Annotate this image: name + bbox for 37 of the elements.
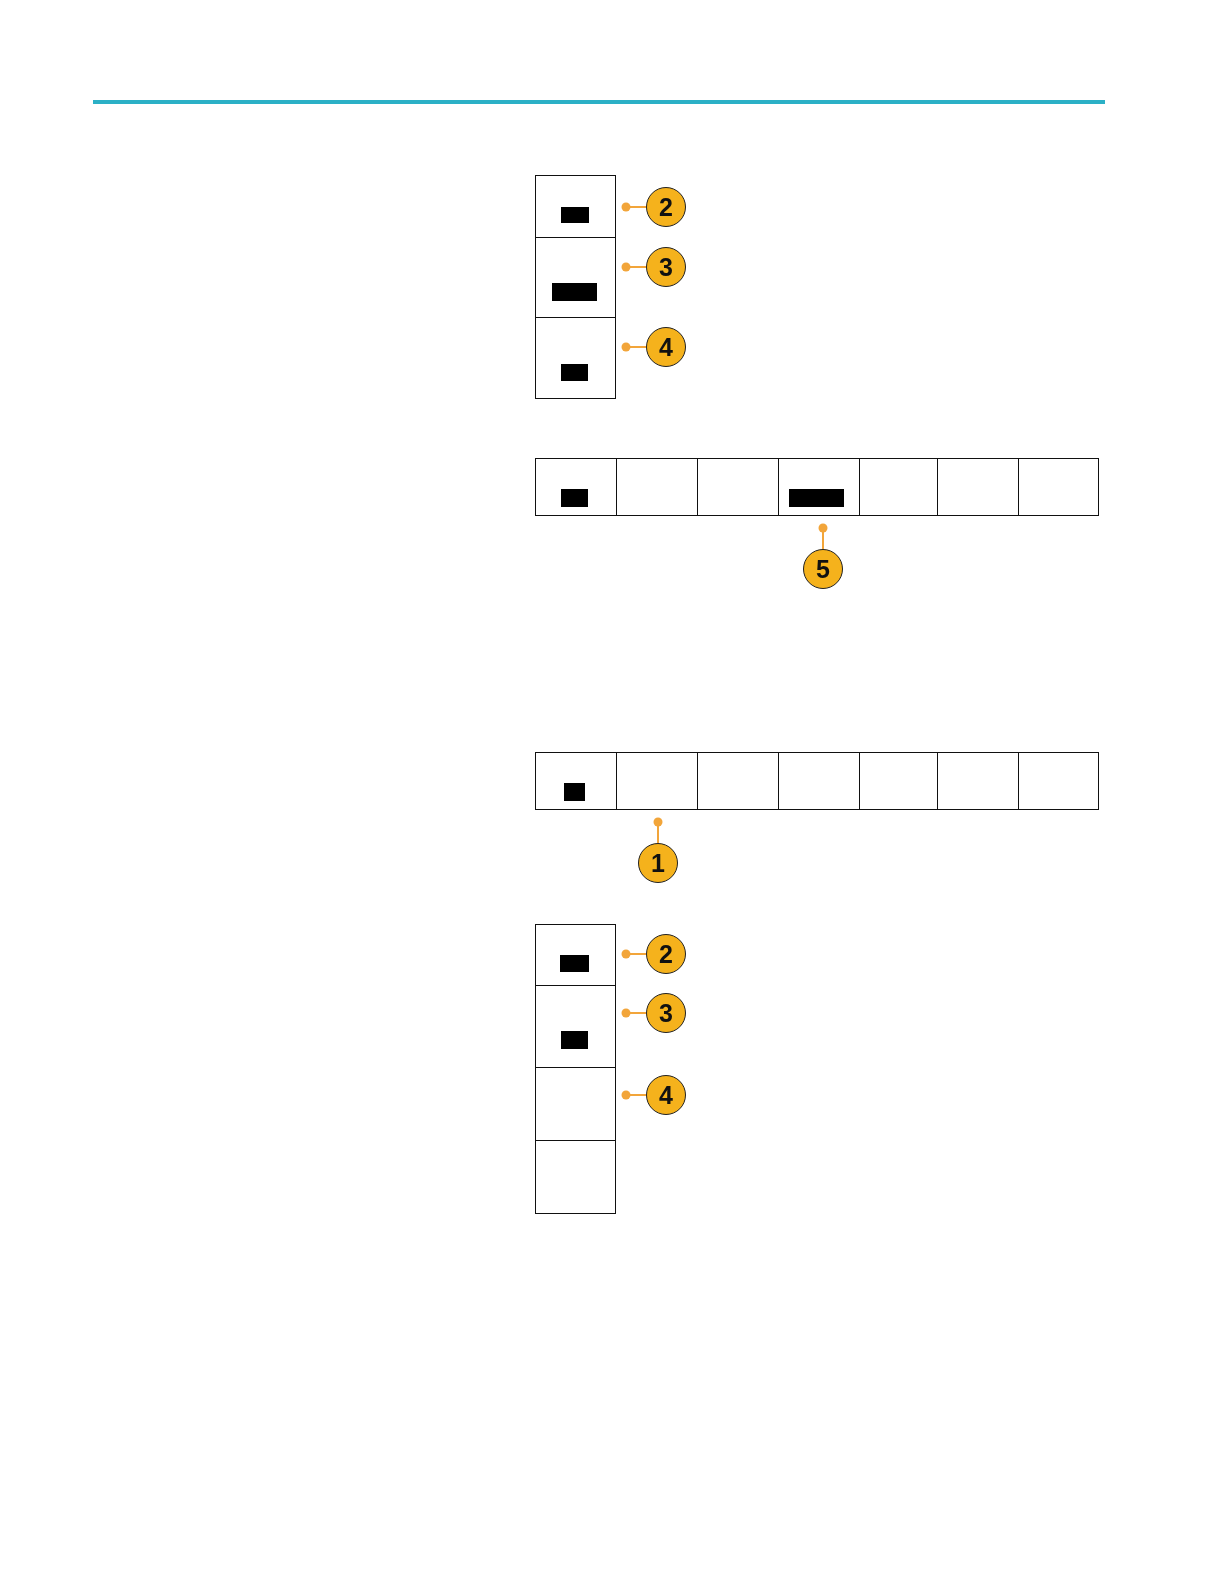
menu-button: [778, 458, 860, 516]
menu-button: [535, 317, 616, 399]
menu-button: [616, 458, 698, 516]
menu-button: [535, 985, 616, 1068]
menu-button: [1018, 458, 1099, 516]
leader-line: [818, 523, 828, 550]
menu-button: [535, 458, 617, 516]
callout-number: 5: [803, 549, 843, 589]
leader-line: [621, 1008, 647, 1018]
menu-button: [937, 458, 1019, 516]
menu-button: [859, 752, 938, 810]
menu-button: [535, 1067, 616, 1141]
menu-button: [535, 175, 616, 238]
menu-button: [1018, 752, 1099, 810]
menu-button: [535, 1140, 616, 1214]
callout-number: 4: [646, 327, 686, 367]
menu-button: [535, 924, 616, 986]
leader-line: [621, 1090, 647, 1100]
leader-line: [621, 202, 647, 212]
menu-button: [859, 458, 938, 516]
leader-line: [621, 949, 647, 959]
menu-button: [697, 752, 779, 810]
leader-line: [621, 342, 647, 352]
menu-button: [697, 458, 779, 516]
callout-number: 3: [646, 993, 686, 1033]
leader-line: [621, 262, 647, 272]
callout-number: 1: [638, 843, 678, 883]
callout-number: 3: [646, 247, 686, 287]
menu-button: [535, 237, 616, 318]
menu-button: [535, 752, 617, 810]
menu-button: [778, 752, 860, 810]
callout-number: 4: [646, 1075, 686, 1115]
menu-button: [937, 752, 1019, 810]
leader-line: [653, 817, 663, 844]
callout-number: 2: [646, 934, 686, 974]
menu-button: [616, 752, 698, 810]
callout-number: 2: [646, 187, 686, 227]
